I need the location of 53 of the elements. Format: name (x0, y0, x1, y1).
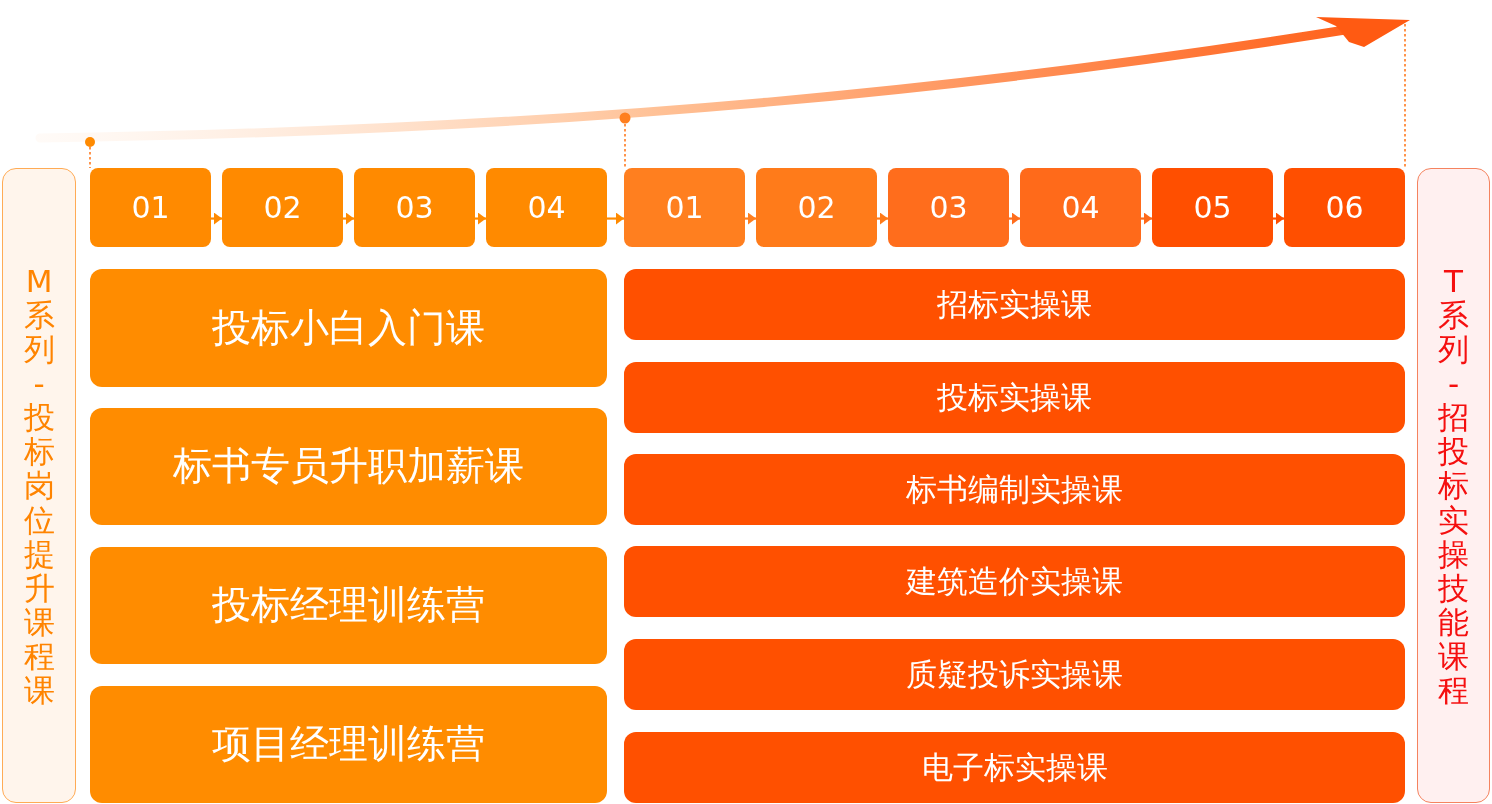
course-bar (624, 362, 1405, 433)
course-title: 投标实操课 (937, 378, 1092, 417)
course-title: 标书专员升职加薪课 (173, 443, 524, 490)
course-title: 项目经理训练营 (212, 721, 485, 768)
step-tab (888, 168, 1009, 247)
chevron-arrow (1273, 212, 1284, 225)
chevron-arrow (1141, 212, 1152, 225)
course-title: 质疑投诉实操课 (906, 655, 1123, 694)
step-number: 05 (1193, 189, 1232, 226)
step-number: 06 (1325, 189, 1364, 226)
series-panel (1417, 168, 1490, 803)
step-tab (756, 168, 877, 247)
chevron-arrow (607, 212, 624, 225)
course-bar (624, 546, 1405, 617)
course-bar (90, 686, 607, 803)
course-bar (624, 454, 1405, 525)
step-number: 04 (1061, 189, 1100, 226)
course-bar (624, 269, 1405, 340)
series-title: T系列-招投标实操技能课程 (1438, 263, 1469, 708)
step-tab (624, 168, 745, 247)
step-number: 01 (665, 189, 704, 226)
course-title: 招标实操课 (937, 285, 1092, 324)
step-tab (90, 168, 211, 247)
course-title: 标书编制实操课 (906, 470, 1123, 509)
course-title: 建筑造价实操课 (906, 562, 1123, 601)
course-title: 投标经理训练营 (212, 582, 485, 629)
step-number: 04 (527, 189, 566, 226)
step-number: 03 (929, 189, 968, 226)
chevron-arrow (1009, 212, 1020, 225)
step-tab (222, 168, 343, 247)
course-bar (90, 269, 607, 387)
step-number: 01 (131, 189, 170, 226)
step-tab (1152, 168, 1273, 247)
course-bar (90, 547, 607, 664)
step-number: 03 (395, 189, 434, 226)
step-tab (486, 168, 607, 247)
course-title: 电子标实操课 (921, 748, 1108, 787)
course-bar (90, 408, 607, 525)
step-tab (1284, 168, 1405, 247)
chevron-arrow (475, 212, 486, 225)
course-bar (624, 732, 1405, 803)
chevron-arrow (343, 212, 354, 225)
step-tab (354, 168, 475, 247)
step-tab (1020, 168, 1141, 247)
course-bar (624, 639, 1405, 710)
step-number: 02 (263, 189, 302, 226)
series-title: M系列-投标岗位提升课程课 (23, 263, 55, 708)
course-title: 投标小白入门课 (212, 304, 485, 352)
chevron-arrow (211, 212, 222, 225)
chevron-arrow (745, 212, 756, 225)
chevron-arrow (877, 212, 888, 225)
series-panel (2, 168, 76, 803)
step-number: 02 (797, 189, 836, 226)
